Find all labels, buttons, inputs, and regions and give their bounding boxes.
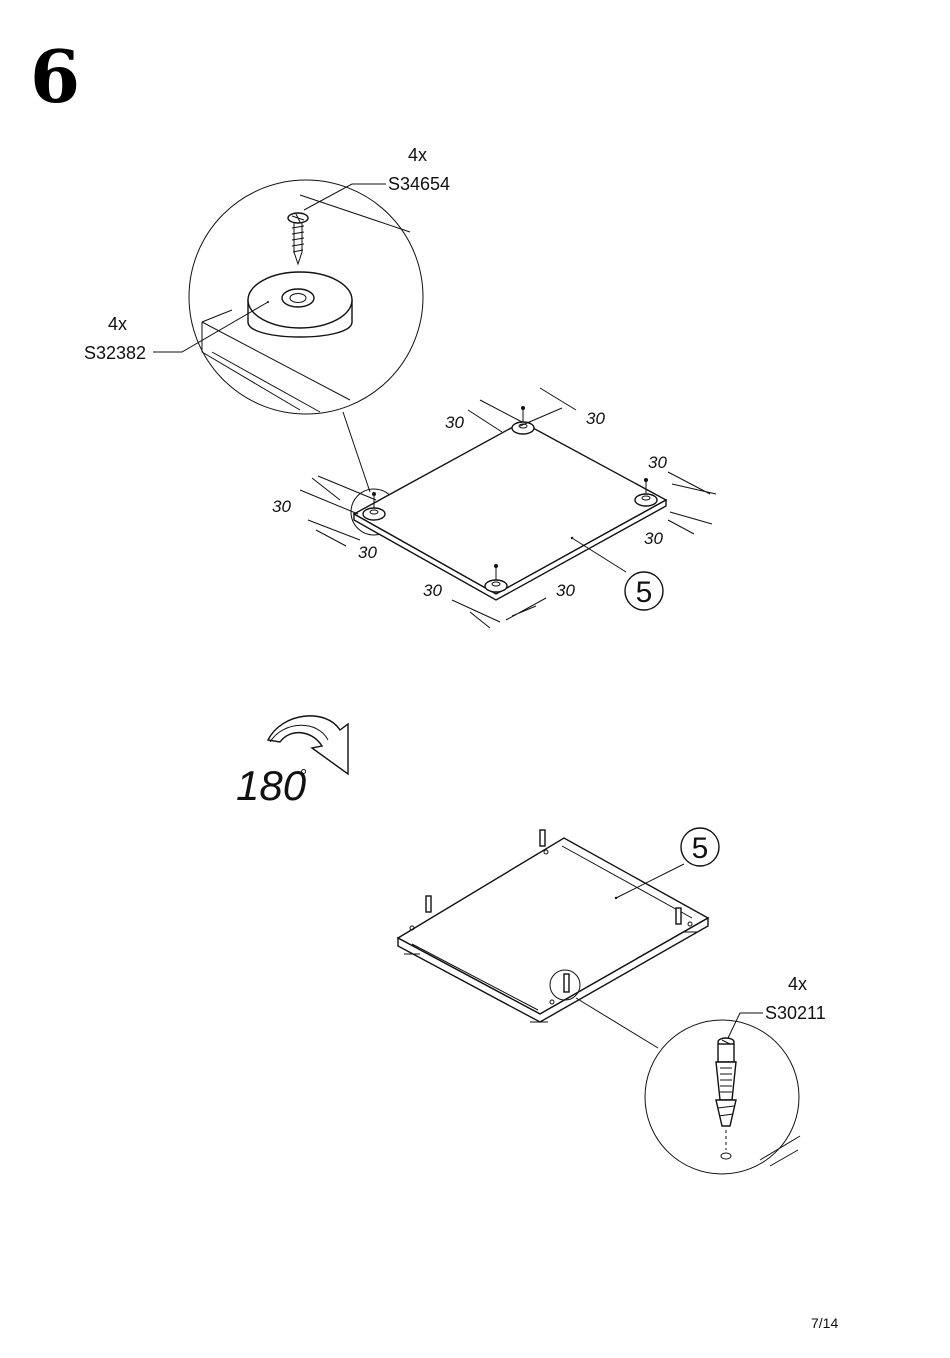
dowel-code: S30211 — [765, 1003, 826, 1023]
foot-pad-large-icon — [247, 271, 353, 338]
detail-circle-top — [188, 179, 424, 415]
dimension-label: 30 — [556, 581, 575, 600]
dimension-label: 30 — [358, 543, 377, 562]
foot-pad-icon — [362, 492, 386, 521]
screw-large-icon — [287, 212, 309, 266]
dowel-icon — [425, 829, 682, 993]
foot-pad-code: S32382 — [84, 343, 146, 363]
dimension-label: 30 — [648, 453, 667, 472]
foot-pad-icon — [511, 406, 535, 435]
detail-marker-bottom — [549, 969, 581, 1001]
part-number-badge-top: 5 — [624, 571, 664, 611]
rotate-arrow-icon — [266, 715, 349, 776]
dowel-qty: 4x — [788, 974, 807, 994]
foot-pad-icon — [634, 478, 658, 507]
svg-text:5: 5 — [636, 576, 653, 609]
dimension-label: 30 — [272, 497, 291, 516]
foot-pad-icon — [484, 564, 508, 593]
dimension-label: 30 — [423, 581, 442, 600]
page-indicator: 7/14 — [811, 1315, 838, 1331]
svg-text:5: 5 — [692, 832, 709, 865]
detail-circle-bottom — [644, 1019, 801, 1175]
panel-5-top — [352, 421, 668, 601]
dimension-label: 30 — [644, 529, 663, 548]
panel-5-bottom — [396, 837, 710, 1023]
dimension-label: 30 — [445, 413, 464, 432]
screw-code: S34654 — [388, 174, 450, 194]
dimension-lines — [299, 387, 717, 629]
foot-pad-qty: 4x — [108, 314, 127, 334]
screw-qty: 4x — [408, 145, 427, 165]
rotation-angle: 180 — [236, 762, 307, 809]
cam-dowel-large-icon — [715, 1037, 737, 1160]
rotation-degree: ° — [300, 766, 307, 786]
dimension-label: 30 — [586, 409, 605, 428]
part-number-badge-bottom: 5 — [680, 827, 720, 867]
step-number: 6 — [30, 34, 80, 119]
